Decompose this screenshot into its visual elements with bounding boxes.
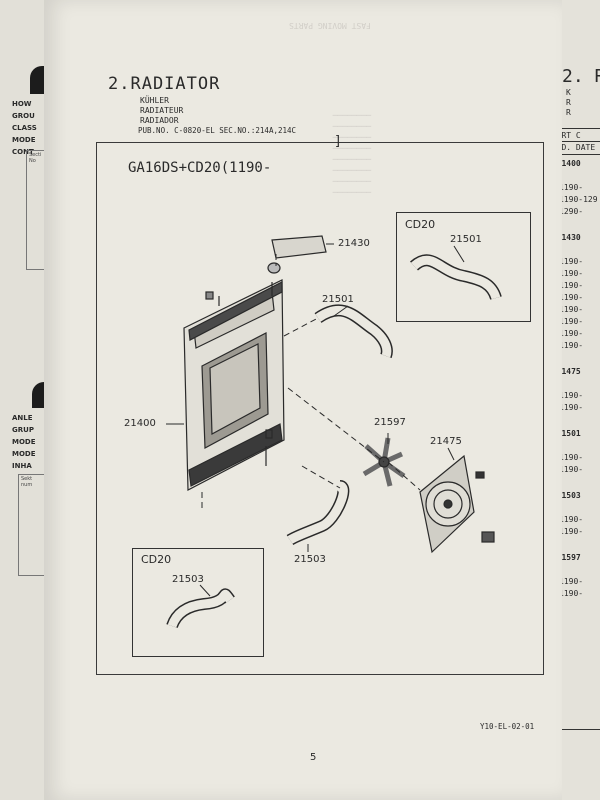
section-subtitle: RADIADOR — [140, 116, 179, 125]
inset-upper-hose-drawing — [410, 254, 502, 301]
left-table1-header-cell: Secti — [29, 152, 42, 158]
fan-shroud-drawing — [419, 454, 495, 554]
left-block1: HOW GROU CLASS MODE CONT — [12, 98, 37, 158]
callout-21430: 21430 — [338, 238, 370, 249]
inset-cd20-lower-hose: CD20 — [132, 548, 264, 657]
right-page-subtitle: R — [566, 98, 571, 107]
left-block2-line: ANLE — [12, 414, 33, 422]
right-table-date: 1190- — [559, 465, 584, 474]
callout-21475: 21475 — [430, 436, 462, 447]
publication-line: PUB.NO. C-0820-EL SEC.NO.:214A,214C — [138, 126, 297, 135]
callout-21503: 21503 — [294, 554, 326, 565]
right-table-date: 1190- — [559, 589, 584, 598]
lower-hose-drawing — [286, 480, 350, 546]
section-title: 2.RADIATOR — [108, 74, 221, 94]
callout-21501: 21501 — [322, 294, 354, 305]
left-table2-header-cell: num — [21, 482, 33, 488]
right-table-date: 1190- — [559, 329, 584, 338]
right-table-date: 1190-129 — [559, 195, 598, 204]
left-table2-header: Sekt num — [21, 476, 32, 488]
left-block2-line: MODE — [12, 438, 36, 446]
callout-21597: 21597 — [374, 417, 406, 428]
right-table-group-part: ◆ 21430 — [547, 233, 581, 242]
callout-leaders — [166, 243, 465, 597]
right-table-group-part: ◆ 21597 — [547, 553, 581, 562]
callout-21400: 21400 — [124, 418, 156, 429]
right-table-date: 1190- — [559, 305, 584, 314]
inset-bottom-label: CD20 — [141, 553, 172, 566]
left-block1-line: CLASS — [12, 124, 37, 132]
right-table-date: 1190- — [559, 281, 584, 290]
left-block1-line: CONT — [12, 148, 34, 156]
right-table-date: 1190- — [559, 515, 584, 524]
right-table-date: 1190- — [559, 269, 584, 278]
left-table1-header-cell: No — [29, 158, 36, 164]
left-table1-header: Secti No — [29, 152, 41, 164]
upper-hose-drawing — [314, 304, 393, 359]
inset-cd20-upper-hose: CD20 — [396, 212, 531, 322]
bleed-through-table: ──────── ──────── ──────── ──────── ────… — [332, 111, 372, 197]
right-table-date: 1190- — [559, 577, 584, 586]
callout-21503-inset: 21503 — [172, 574, 204, 585]
left-block2-line: INHA — [12, 462, 32, 470]
right-table-date: 1190- — [559, 341, 584, 350]
main-catalog-page: FAST MOVING PARTS ──────── ──────── ────… — [44, 0, 562, 800]
right-table-group-part: ◆ 21475 — [547, 367, 581, 376]
right-table-date: 1190- — [559, 391, 584, 400]
radiator-cap-drawing — [267, 235, 327, 274]
left-block1-line: MODE — [12, 136, 36, 144]
right-table-group-part: ◆ 21400 — [547, 159, 581, 168]
left-block2: ANLE GRUP MODE MODE INHA — [12, 412, 36, 472]
right-table-header-bottom: APLD. DATE — [547, 143, 596, 152]
inset-lower-hose-drawing — [166, 588, 235, 629]
callout-21501-inset: 21501 — [450, 234, 482, 245]
right-table-rule — [543, 154, 600, 155]
left-block1-line: HOW — [12, 100, 32, 108]
right-table-date: 1190- — [559, 257, 584, 266]
right-table-date: 1190- — [559, 403, 584, 412]
right-table-date: 1190- — [559, 183, 584, 192]
radiator-exploded-diagram — [166, 235, 502, 629]
inset-top-label: CD20 — [405, 218, 436, 231]
left-block1-line: GROU — [12, 112, 35, 120]
right-page-title: 2. RA — [562, 66, 600, 87]
right-table-header-top-text: PART C — [551, 131, 581, 140]
right-table-group-part: ◆ 21503 — [547, 491, 581, 500]
right-page-subtitle: R — [566, 108, 571, 117]
left-block2-line: MODE — [12, 450, 36, 458]
document-code: Y10-EL-02-01 — [480, 722, 535, 731]
left-table2-header-cell: Sekt — [21, 476, 33, 482]
right-page-subtitle: K — [566, 88, 571, 97]
left-block2-line: GRUP — [12, 426, 34, 434]
right-table-group-part: ◆ 21501 — [547, 429, 581, 438]
model-header: GA16DS+CD20(1190- — [128, 160, 272, 176]
bracket-close: ] — [334, 134, 342, 149]
radiator-assembly-drawing — [183, 279, 285, 491]
right-table-date: 1190- — [559, 293, 584, 302]
right-page-subtitles: K R R — [566, 88, 571, 118]
section-subtitle: KÜHLER — [140, 96, 169, 105]
right-table-date: 1190- — [559, 453, 584, 462]
section-subtitle: RADIATEUR — [140, 106, 184, 115]
page-number: 5 — [310, 752, 317, 763]
diagram-frame — [96, 142, 544, 675]
section-subtitles: KÜHLER RADIATEUR RADIADOR — [140, 96, 183, 126]
right-table-rule — [543, 141, 600, 142]
right-table-date: 1190- — [559, 317, 584, 326]
right-table-date: 1290- — [559, 207, 584, 216]
assembly-leader-dashes — [201, 254, 421, 510]
right-table-date: 1190- — [559, 527, 584, 536]
